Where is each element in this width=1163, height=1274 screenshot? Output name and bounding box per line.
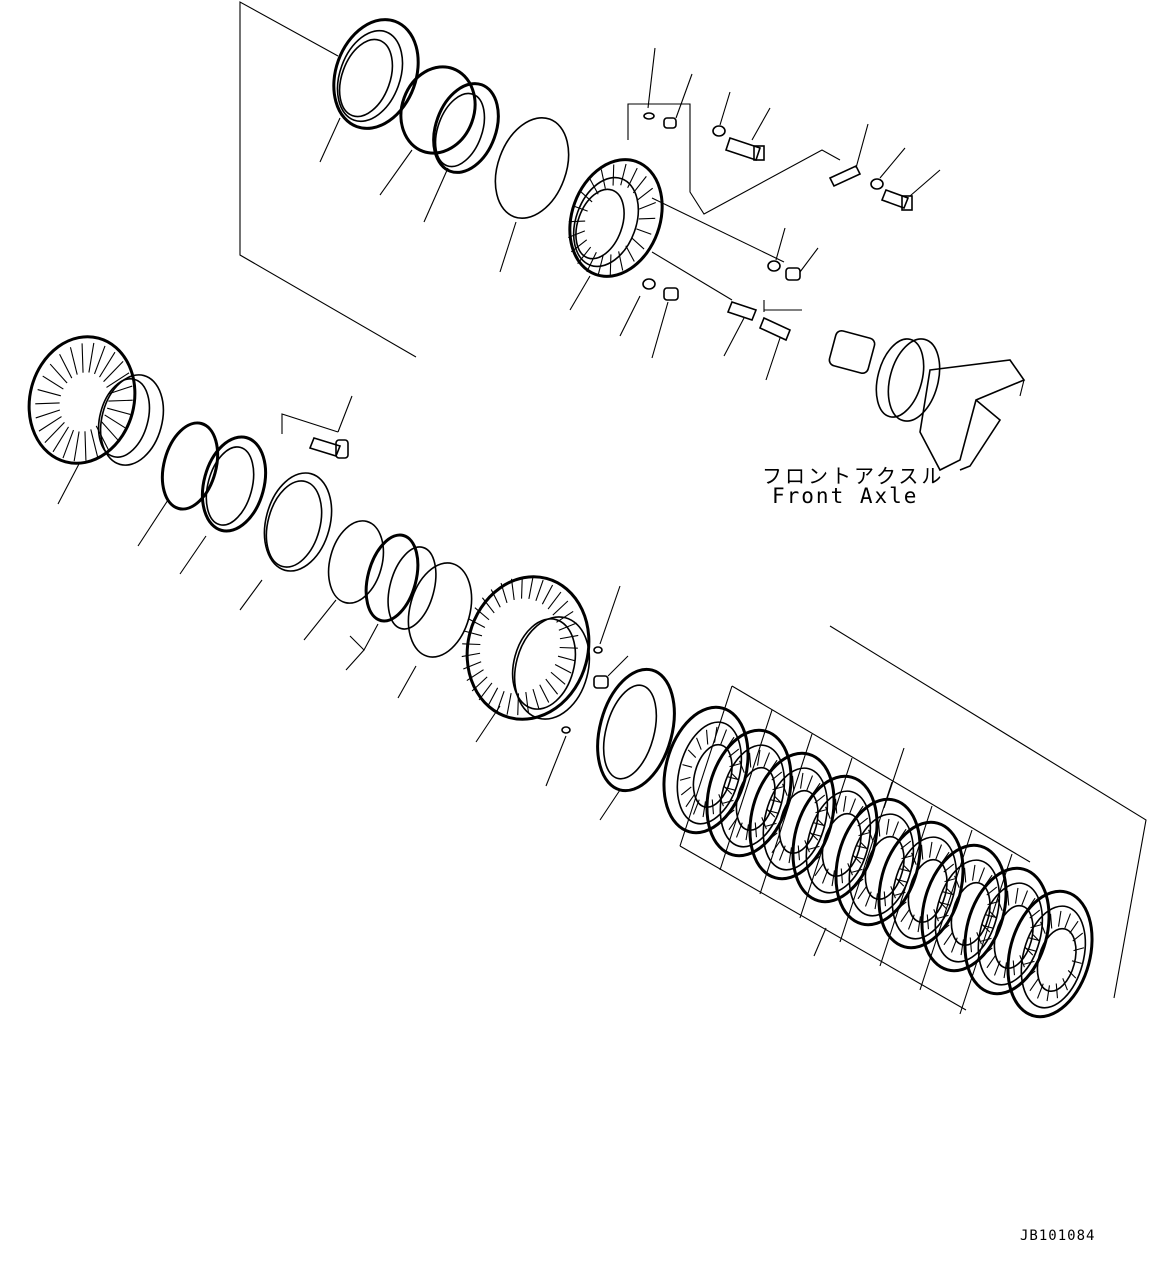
hub-bolt <box>281 395 353 459</box>
disc-pack-frame <box>679 625 1147 1015</box>
drawing-code: JB101084 <box>1020 1228 1096 1244</box>
plug-and-bolt-group <box>619 197 819 381</box>
o-ring-part <box>494 116 570 273</box>
piston-ring-pair <box>345 533 437 671</box>
brake-drum-part <box>461 575 591 743</box>
seal-ring-part <box>319 18 420 163</box>
upper-group-frame <box>239 1 417 358</box>
front-axle-housing <box>828 329 1026 472</box>
lower-o-ring-part <box>239 472 333 611</box>
lower-seal-part <box>179 435 268 575</box>
snap-ring-part <box>379 65 477 196</box>
pin-and-bolt-group <box>627 47 941 215</box>
piston-housing-part <box>568 158 664 311</box>
front-axle-label-en: Front Axle <box>772 484 919 508</box>
friction-disc-pack <box>662 705 1094 1019</box>
thrust-washer-part <box>596 667 676 821</box>
retaining-ring-part <box>423 82 500 223</box>
lower-large-o-ring-part <box>397 562 473 699</box>
drum-fasteners <box>545 585 629 787</box>
lower-snap-ring-part <box>137 421 220 547</box>
front-axle-label-jp: フロントアクスル <box>762 464 945 488</box>
backup-ring-part <box>303 520 385 641</box>
brake-hub-part <box>27 335 165 505</box>
